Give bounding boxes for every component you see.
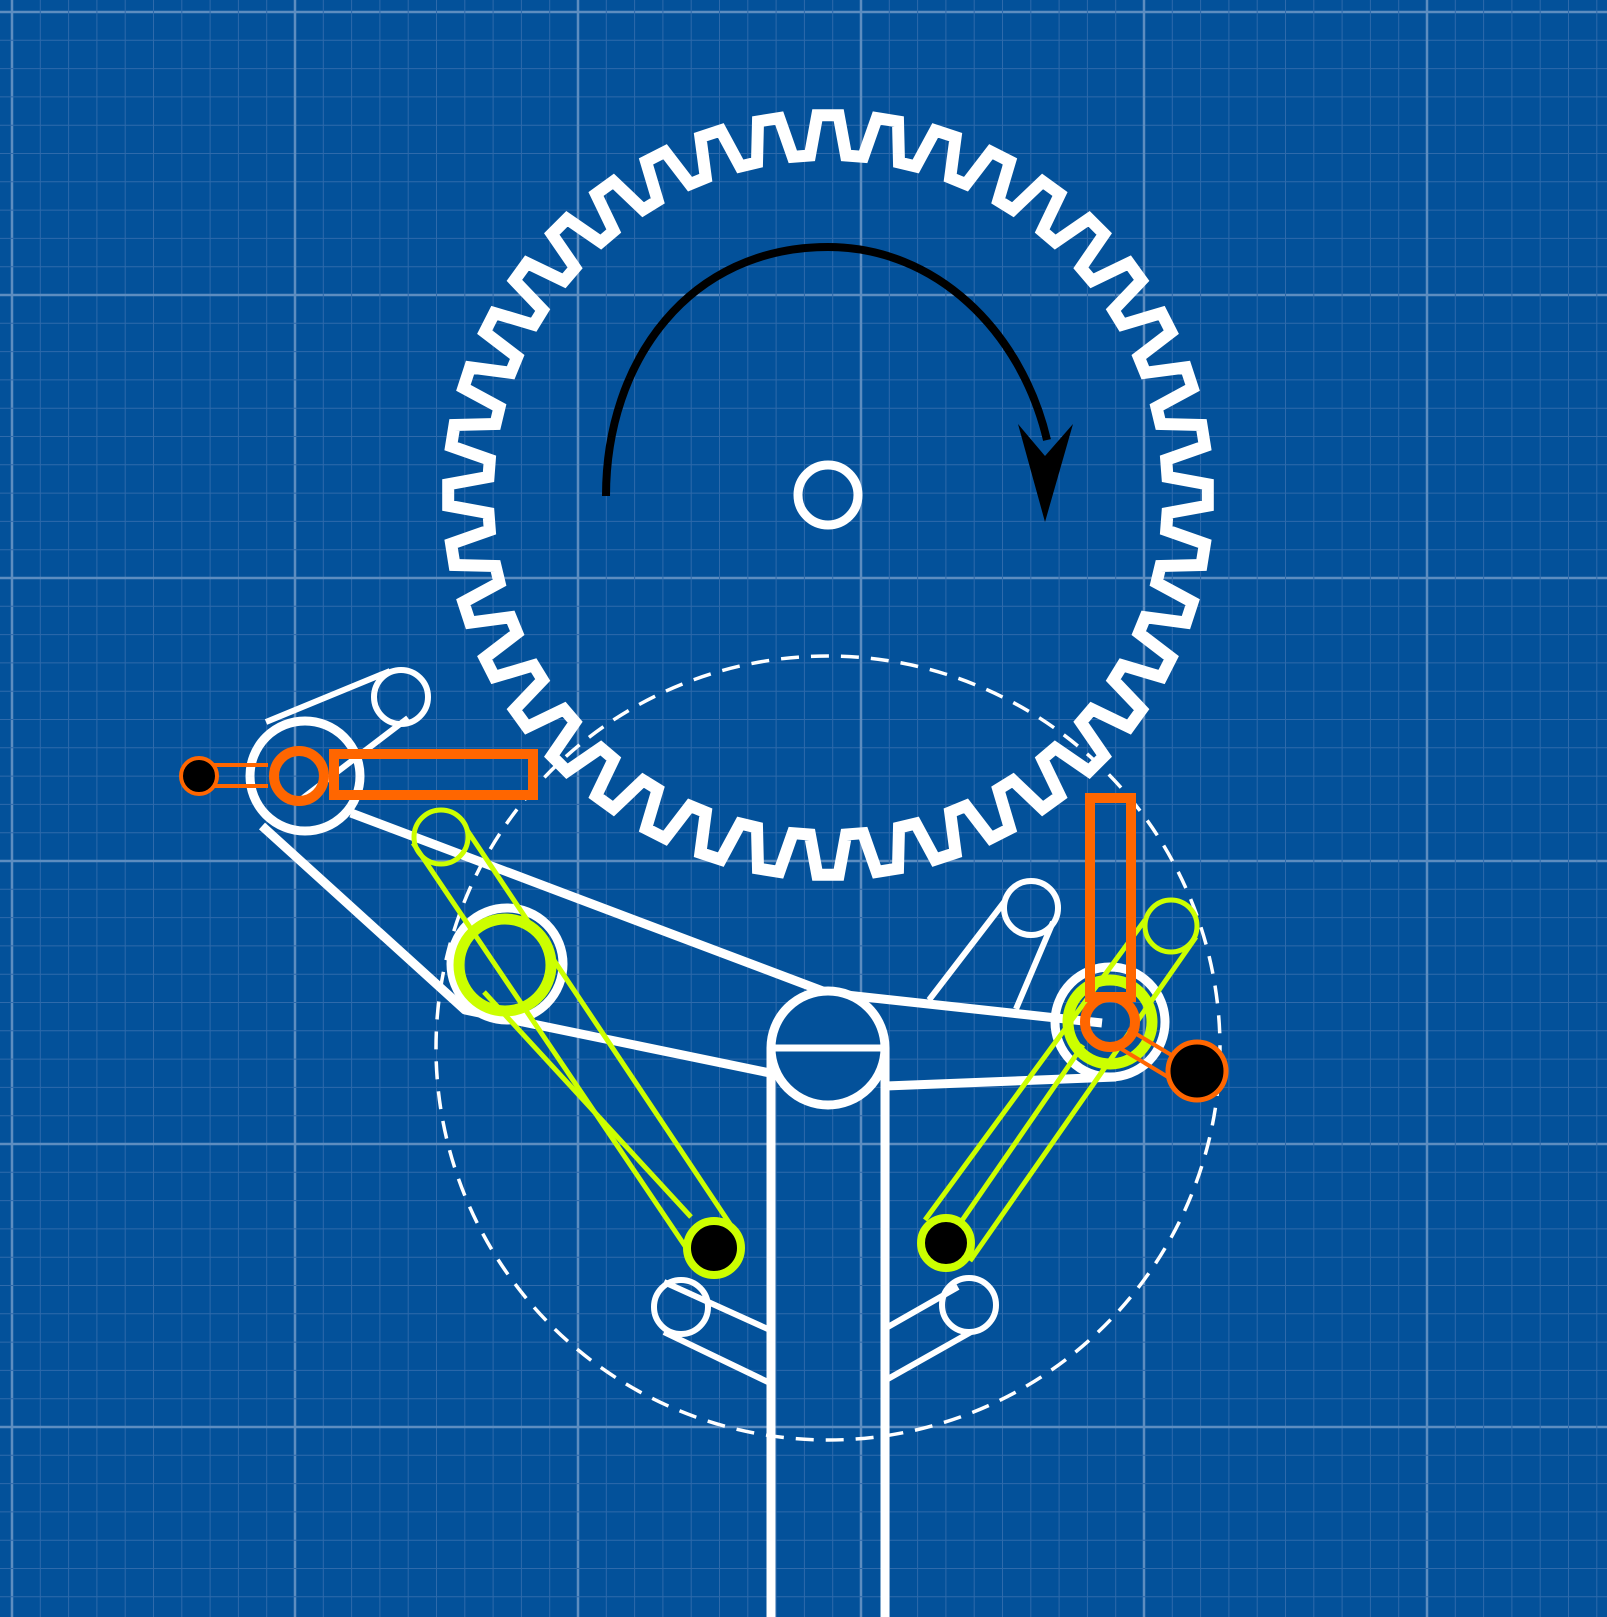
lower-left-pulley-strap: [651, 1277, 772, 1386]
gear-axle: [793, 460, 863, 530]
right-lever: [1080, 793, 1229, 1103]
upper-right-pulley-strap: [926, 878, 1061, 1011]
dashed-guide-circle: [434, 654, 1222, 1442]
rotation-arrow: [602, 242, 1051, 497]
rotation-arrowhead: [1018, 424, 1073, 522]
left-chain-loop: [410, 807, 745, 1279]
left-joint-ring: [245, 716, 365, 836]
left-lever: [179, 746, 538, 806]
spur-gear: [442, 109, 1214, 881]
right-chain-loop: [917, 897, 1200, 1272]
lower-right-pulley-strap: [884, 1275, 999, 1383]
central-hub: [766, 986, 890, 1110]
support-column: [766, 1048, 890, 1617]
